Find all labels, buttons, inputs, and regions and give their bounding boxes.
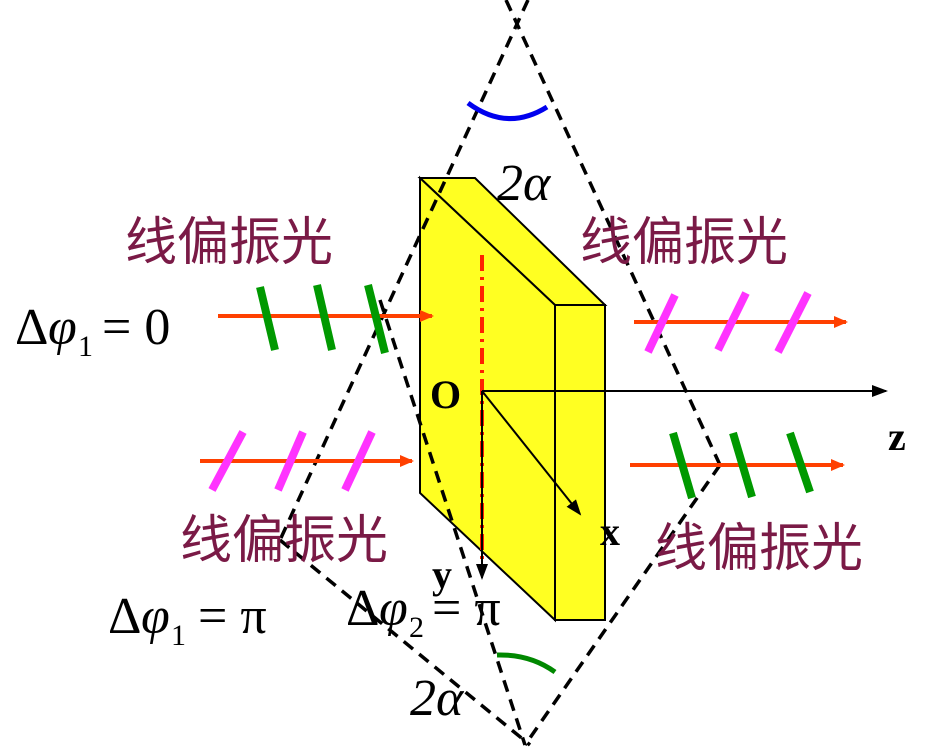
svg-text:φ: φ	[379, 580, 408, 637]
label-emergent-top: 线偏振光	[580, 213, 788, 273]
svg-text:= π: = π	[198, 588, 267, 645]
y-axis-label: y	[432, 552, 452, 597]
polarization-ticks-magenta-incident	[208, 430, 376, 492]
label-incident-top: 线偏振光	[125, 213, 333, 273]
polarization-ticks-green-incident	[256, 284, 389, 354]
svg-text:φ: φ	[141, 588, 170, 645]
origin-label: O	[430, 372, 461, 417]
polarization-ticks-magenta-emergent	[644, 291, 812, 354]
top-angle-arc	[466, 100, 549, 121]
x-axis	[481, 390, 582, 516]
svg-text:= π: = π	[432, 580, 501, 637]
plate-side-face	[554, 304, 606, 621]
coordinate-axes	[476, 385, 888, 580]
svg-text:1: 1	[171, 619, 186, 652]
svg-text:φ: φ	[48, 299, 77, 356]
polarization-ticks-green-emergent	[669, 431, 814, 500]
svg-text:Δ: Δ	[15, 299, 48, 356]
dashed-angle-lines	[278, 0, 722, 747]
label-incident-bottom: 线偏振光	[180, 511, 388, 571]
phase-eq-bottom-right: Δ φ 2 = π	[346, 580, 501, 644]
svg-text:1: 1	[78, 330, 93, 363]
z-axis-label: z	[888, 414, 906, 459]
bottom-angle-arc	[496, 652, 557, 675]
x-axis-label: x	[600, 509, 620, 554]
svg-text:2: 2	[409, 611, 424, 644]
angle-label-top: 2α	[497, 155, 552, 212]
phase-eq-bottom-left: Δ φ 1 = π	[108, 588, 267, 652]
phase-eq-top: Δ φ 1 = 0	[15, 299, 170, 363]
svg-text:Δ: Δ	[346, 580, 379, 637]
svg-text:= 0: = 0	[102, 299, 170, 356]
angle-label-bottom: 2α	[410, 670, 465, 727]
label-emergent-bottom: 线偏振光	[655, 519, 863, 579]
svg-text:Δ: Δ	[108, 588, 141, 645]
